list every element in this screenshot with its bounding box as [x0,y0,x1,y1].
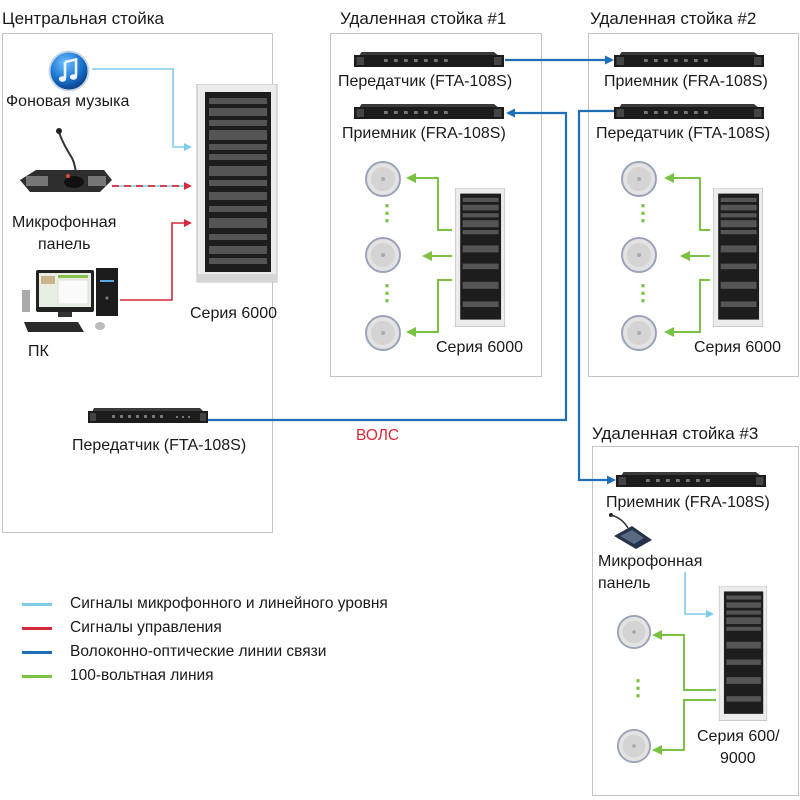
speaker-icon [365,161,401,197]
legend-item-100v: 100-вольтная линия [22,665,214,687]
speaker-icon [621,161,657,197]
remote-rack-3-title: Удаленная стойка #3 [592,424,759,443]
legend-swatch [22,650,52,654]
remote-rack-3-box [592,446,799,796]
remote1-receiver-icon [354,104,504,119]
legend-item-fiber: Волоконно-оптические линии связи [22,641,326,663]
remote1-transmitter-icon [354,52,504,67]
remote3-receiver-icon [616,472,766,487]
remote2-rack-label: Серия 6000 [694,339,781,356]
remote2-transmitter-label: Передатчик (FTA-108S) [596,125,771,142]
remote1-transmitter-label: Передатчик (FTA-108S) [338,73,513,90]
remote-rack-2-title: Удаленная стойка #2 [590,9,757,28]
remote-rack-1-box [330,33,542,377]
legend-text: Сигналы управления [70,619,222,636]
rack-icon [196,83,278,283]
speaker-dots: ⋮ [376,280,398,305]
speaker-icon [616,614,652,650]
remote3-mic-panel-label-line2: панель [598,575,651,592]
remote2-receiver-label: Приемник (FRA-108S) [604,73,768,90]
audio-line-music-to-rack [92,68,192,151]
remote-rack-2-box [588,33,799,377]
speaker-icon [616,728,652,764]
remote3-mic-panel-label-line1: Микрофонная [598,553,703,570]
rack-icon [718,586,768,721]
remote1-receiver-label: Приемник (FRA-108S) [342,125,506,142]
audio-line-r3-mic-to-rack [684,572,714,618]
microphone-panel-icon [20,128,112,192]
speaker-icon [621,237,657,273]
remote2-transmitter-icon [614,104,764,119]
legend-swatch [22,626,52,630]
remote3-rack-label-line1: Серия 600/ [697,728,780,745]
remote3-rack-label-line2: 9000 [720,750,756,767]
fiber-line-central-to-remote1 [208,108,568,422]
central-transmitter-label: Передатчик (FTA-108S) [72,437,247,454]
remote-rack-1-title: Удаленная стойка #1 [340,9,507,28]
rack-unit-icon [88,408,208,423]
speaker-dots: ⋮ [632,280,654,305]
background-music-label: Фоновая музыка [6,93,130,110]
speaker-dots: ⋮ [627,675,649,700]
remote1-rack-label: Серия 6000 [436,339,523,356]
speaker-dots: ⋮ [376,200,398,225]
fiber-line-remote2-to-remote3 [577,109,620,485]
microphone-panel-icon [609,513,652,549]
speaker-icon [621,315,657,351]
remote3-receiver-label: Приемник (FRA-108S) [606,494,770,511]
speaker-line-r1-3 [406,279,452,337]
speaker-line-r3-2 [652,699,716,755]
speaker-line-r1-1 [406,173,452,231]
legend-text: Волоконно-оптические линии связи [70,643,327,660]
rack-series-6000-central [195,83,279,289]
legend-swatch [22,674,52,678]
speaker-line-r3-1 [652,630,716,691]
fiber-label: ВОЛС [356,427,400,444]
legend-swatch [22,602,52,606]
rack-icon [712,188,764,327]
central-rack-box [2,33,273,533]
speaker-icon [365,315,401,351]
music-note-icon [48,50,90,92]
remote2-receiver-icon [614,52,764,67]
central-rack-label: Серия 6000 [190,305,277,322]
pc-icon [22,268,118,332]
central-rack-title: Центральная стойка [2,9,164,28]
speaker-line-r2-3 [664,279,710,337]
legend-text: Сигналы микрофонного и линейного уровня [70,595,388,612]
mic-panel-label-line1: Микрофонная [12,214,117,231]
pc-label: ПК [28,343,49,360]
rack-icon [454,188,506,327]
legend-item-control: Сигналы управления [22,617,222,639]
mic-panel-label-line2: панель [38,236,91,253]
legend-item-audio: Сигналы микрофонного и линейного уровня [22,593,388,615]
speaker-icon [365,237,401,273]
legend-text: 100-вольтная линия [70,667,214,684]
speaker-line-r2-1 [664,173,710,231]
speaker-dots: ⋮ [632,200,654,225]
control-line-pc-to-rack [120,219,192,301]
